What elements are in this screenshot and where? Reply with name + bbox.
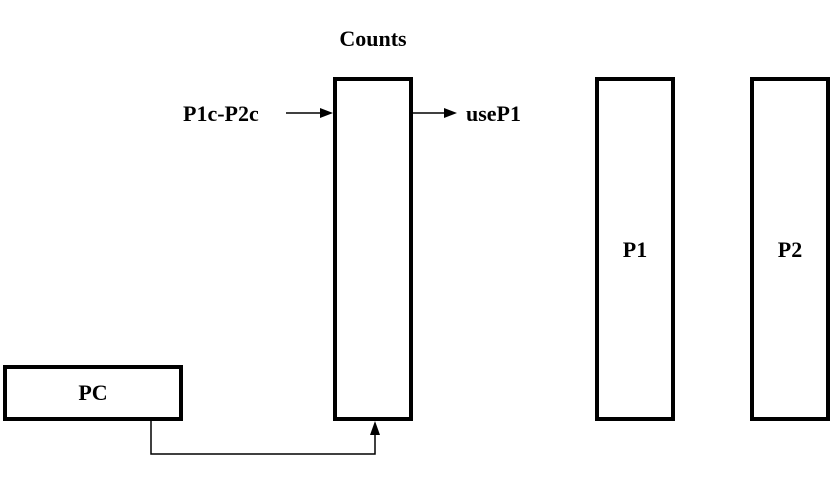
pc-to-counts-wire xyxy=(150,421,376,455)
counts-output-label: useP1 xyxy=(466,101,521,126)
counts-title: Counts xyxy=(339,26,407,51)
pc-label: PC xyxy=(78,380,107,405)
p1-label: P1 xyxy=(623,237,647,262)
counts-output-arrowhead xyxy=(444,108,457,118)
pc-box xyxy=(3,365,183,421)
counts-box xyxy=(333,77,413,421)
counts-input-label: P1c-P2c xyxy=(183,101,259,126)
pc-to-counts-arrowhead xyxy=(370,421,380,435)
p2-label: P2 xyxy=(778,237,802,262)
p2-box xyxy=(750,77,830,421)
p1-box xyxy=(595,77,675,421)
counts-input-arrowhead xyxy=(320,108,333,118)
